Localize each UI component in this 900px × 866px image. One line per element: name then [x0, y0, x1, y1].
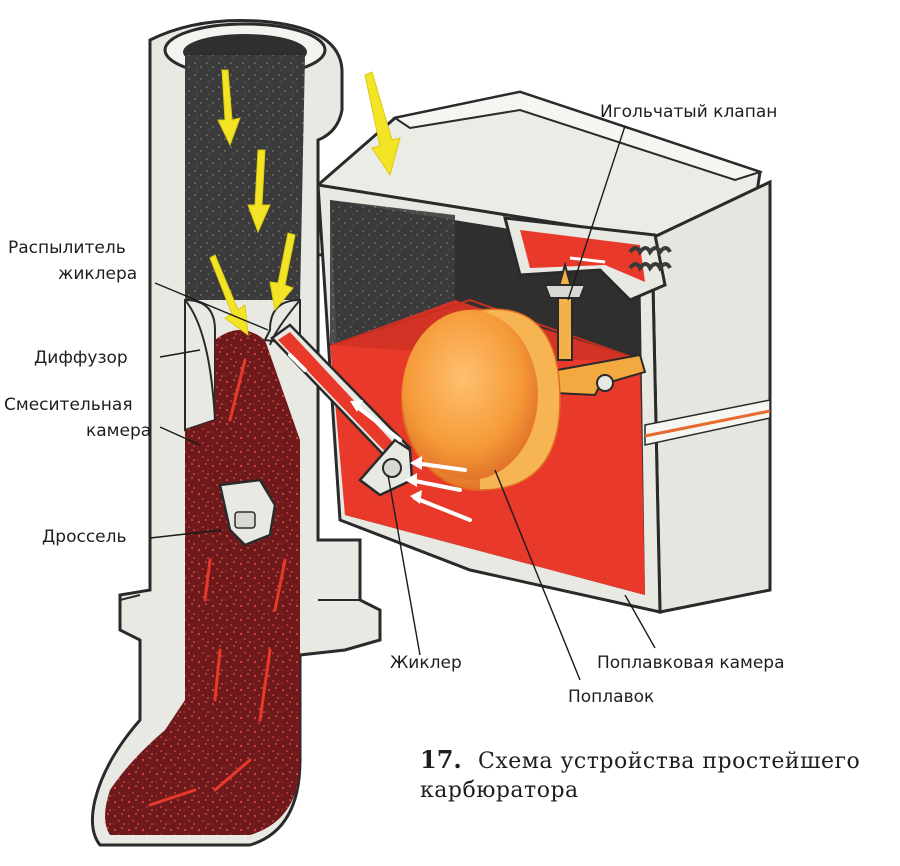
leader-lines	[149, 125, 656, 681]
label-atomizer-line2: жиклера	[58, 264, 137, 284]
fuel-flow-arrows	[288, 353, 472, 522]
label-needle-valve: Игольчатый клапан	[600, 102, 777, 122]
caption-line1: Схема устройства простейшего	[478, 749, 860, 774]
air-flow-arrows	[209, 69, 401, 337]
label-mixing-line1: Смесительная	[4, 395, 133, 415]
jet-tube	[270, 323, 414, 497]
label-atomizer-line1: Распылитель	[8, 238, 126, 258]
fuel-arrow-heads	[350, 400, 422, 504]
figure-caption: 17. Схема устройства простейшего карбюра…	[420, 745, 860, 803]
label-jet: Жиклер	[390, 653, 462, 673]
mixture-flow-arrows	[148, 358, 287, 807]
labels: Игольчатый клапан Распылитель жиклера Ди…	[4, 102, 785, 707]
label-throttle: Дроссель	[42, 527, 127, 547]
caption-line2: карбюратора	[420, 778, 579, 803]
throttle-valve	[218, 478, 277, 547]
caption-number: 17.	[420, 745, 462, 774]
label-float: Поплавок	[568, 687, 654, 707]
label-diffuser: Диффузор	[34, 348, 128, 368]
float	[401, 308, 561, 491]
label-float-chamber: Поплавковая камера	[597, 653, 785, 673]
label-mixing-line2: камера	[86, 421, 151, 441]
carburetor-body	[90, 19, 382, 847]
